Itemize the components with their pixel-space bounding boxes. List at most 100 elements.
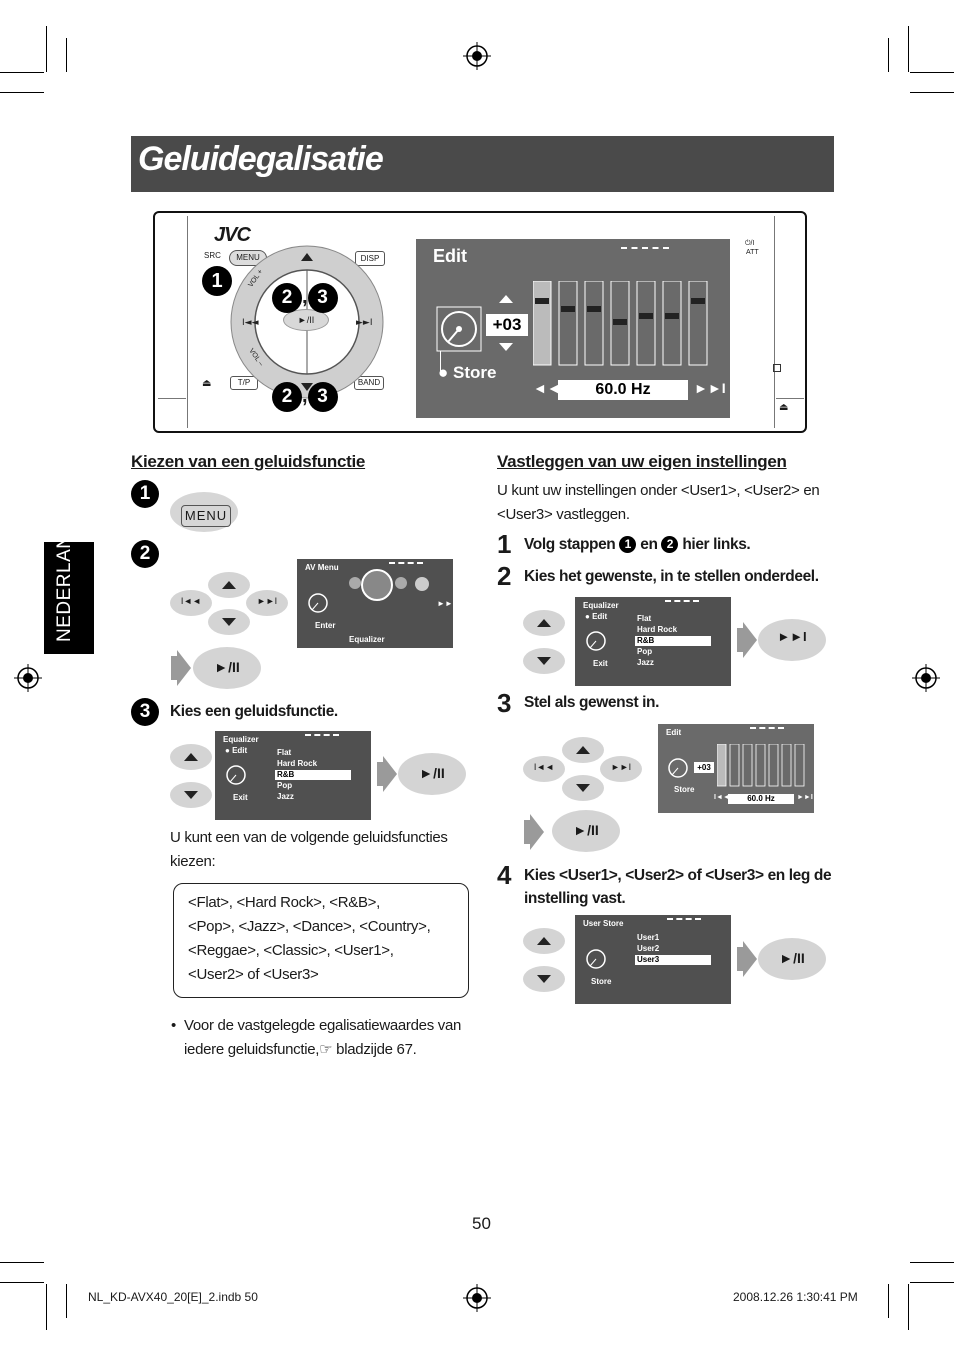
eq-screen-exit: Exit [233, 793, 248, 802]
crop-mark [910, 1282, 954, 1283]
next-key[interactable]: ►►I [758, 619, 826, 661]
up-key[interactable] [523, 610, 565, 636]
edit-screen: Edit +03 Store I◄◄ 60.0 Hz ►►I [658, 724, 814, 813]
crop-mark [66, 1284, 67, 1318]
down-key[interactable] [523, 648, 565, 674]
dial-icon [586, 631, 606, 651]
device-screen: Edit +03 ● Store ◄◄ 60.0 Hz ►►I [416, 239, 730, 418]
tp-button[interactable]: T/P [230, 376, 258, 390]
step-2-marker: 2 [131, 540, 159, 568]
play-pause-key[interactable]: ►/II [398, 753, 466, 795]
registration-target-icon [463, 1284, 491, 1312]
screen-frequency: 60.0 Hz [558, 380, 688, 400]
av-menu-screen: AV Menu Enter Equalizer ►► [297, 559, 453, 648]
next-icon: ►►I [797, 794, 813, 801]
play-pause-key[interactable]: ►/II [758, 938, 826, 980]
title-bar [131, 136, 834, 192]
arrow-stem [524, 820, 530, 844]
eject-icon[interactable]: ⏏ [202, 378, 212, 389]
step-4-text: Kies <User1>, <User2> of <User3> en leg … [524, 867, 832, 884]
next-icon: ►► [437, 599, 453, 608]
down-key[interactable] [562, 775, 604, 801]
footer-timestamp: 2008.12.26 1:30:41 PM [733, 1290, 858, 1304]
step-2-number: 2 [497, 561, 512, 591]
equalizer-screen: Equalizer ● Edit Exit Flat Hard Rock R&B… [575, 597, 731, 686]
dial-icon [308, 593, 328, 613]
play-pause-key[interactable]: ►/II [193, 647, 261, 689]
step-1-number: 1 [497, 529, 512, 559]
menu-icon [349, 577, 361, 589]
eq-item-selected: R&B [635, 636, 711, 646]
options-box [173, 883, 469, 998]
signal-indicator [621, 247, 669, 251]
crop-mark [0, 92, 44, 93]
eq-item-selected: R&B [275, 770, 351, 780]
signal-indicator [750, 727, 784, 729]
play-pause-key[interactable]: ►/II [552, 810, 620, 852]
arrow-stem [171, 656, 177, 680]
page-title: Geluidegalisatie [138, 140, 384, 178]
brand-logo: JVC [214, 224, 251, 246]
edit-screen-frequency: 60.0 Hz [728, 794, 794, 804]
av-menu-enter: Enter [315, 621, 336, 630]
store-line [440, 351, 441, 371]
page-number: 50 [472, 1214, 491, 1233]
eq-screen-exit: Exit [593, 659, 608, 668]
disp-button[interactable]: DISP [355, 251, 385, 266]
menu-key[interactable]: MENU [181, 505, 231, 527]
options-line: <Reggae>, <Classic>, <User1>, [188, 942, 394, 959]
up-key[interactable] [523, 928, 565, 954]
step-1-marker: 1 [131, 480, 159, 508]
registration-target-icon [463, 42, 491, 70]
panel-divider [187, 216, 188, 428]
next-step-arrow-icon [743, 622, 757, 658]
prev-key[interactable]: I◄◄ [170, 590, 212, 616]
panel-divider [776, 398, 804, 399]
registration-target-icon [912, 664, 940, 692]
user-item-selected: User3 [635, 955, 711, 965]
language-tab-label: NEDERLANDS [54, 507, 75, 642]
bullet-dot: • [171, 1017, 176, 1034]
down-key[interactable] [523, 966, 565, 992]
dial-icon [586, 949, 606, 969]
step-2-text: Kies het gewenste, in te stellen onderde… [524, 568, 819, 585]
eq-menu-icon [361, 569, 393, 601]
arrow-stem [737, 947, 743, 971]
screen-value: +03 [486, 314, 528, 336]
edit-screen-store: Store [674, 785, 695, 794]
eq-item: Jazz [637, 658, 654, 667]
crop-mark [908, 1284, 909, 1330]
options-line: <Pop>, <Jazz>, <Dance>, <Country>, [188, 918, 431, 935]
prev-key[interactable]: I◄◄ [523, 756, 565, 782]
up-key[interactable] [562, 737, 604, 763]
signal-indicator [667, 918, 701, 920]
play-pause-button[interactable]: ►/II [283, 309, 329, 331]
dial-icon [668, 758, 688, 778]
up-key[interactable] [170, 744, 212, 770]
eq-screen-edit: ● Edit [225, 746, 248, 755]
up-arrow-icon [499, 295, 513, 303]
eject-small-icon[interactable]: ⏏ [779, 402, 789, 413]
up-key[interactable] [208, 572, 250, 598]
crop-mark [0, 1282, 44, 1283]
next-key[interactable]: ►►I [600, 756, 642, 782]
footer-file: NL_KD-AVX40_20[E]_2.indb 50 [88, 1290, 258, 1304]
att-label: ATT [746, 249, 759, 256]
band-button[interactable]: BAND [354, 376, 384, 390]
svg-text:►►I: ►►I [356, 318, 373, 328]
crop-mark [910, 72, 954, 73]
eq-bars [533, 281, 708, 366]
down-key[interactable] [208, 609, 250, 635]
down-key[interactable] [170, 782, 212, 808]
right-intro: U kunt uw instellingen onder <User1>, <U… [497, 482, 820, 499]
language-tab: NEDERLANDS [44, 507, 94, 654]
eq-item: Jazz [277, 792, 294, 801]
svg-text:I◄◄: I◄◄ [242, 318, 259, 328]
screen-store: ● Store [438, 363, 497, 382]
prev-icon: ◄◄ [533, 380, 561, 396]
right-heading: Vastleggen van uw eigen instellingen [497, 452, 787, 471]
options-line: <User2> of <User3> [188, 966, 319, 983]
edit-screen-title: Edit [666, 728, 682, 737]
next-key[interactable]: ►►I [246, 590, 288, 616]
power-icon[interactable]: ⏻/I [745, 240, 755, 247]
